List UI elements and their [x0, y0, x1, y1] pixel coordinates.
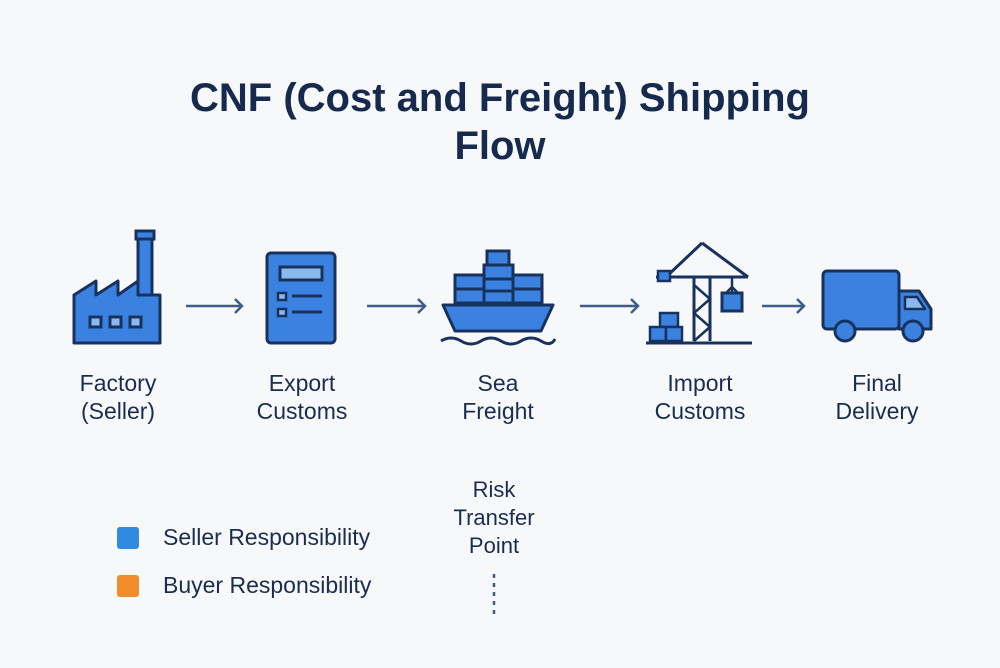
step-label: Final Delivery: [835, 369, 918, 425]
risk-transfer-dotted-line: [492, 574, 496, 616]
legend-seller: Seller Responsibility: [117, 524, 370, 551]
step-label-line-1: Sea: [477, 370, 519, 396]
title-line-1: CNF (Cost and Freight) Shipping: [190, 76, 810, 120]
risk-line-3: Point: [468, 533, 520, 558]
step-factory: Factory (Seller): [33, 225, 203, 425]
legend-buyer: Buyer Responsibility: [117, 572, 371, 599]
legend-swatch-buyer: [117, 574, 139, 597]
legend-label: Seller Responsibility: [163, 524, 371, 550]
step-import-customs: Import Customs: [615, 225, 785, 425]
step-label-line-1: Export: [268, 370, 336, 396]
step-label: Factory (Seller): [80, 369, 157, 425]
title-line-2: Flow: [454, 124, 546, 168]
flow-arrow: [762, 298, 806, 314]
step-export-customs: Export Customs: [217, 225, 387, 425]
risk-line-2: Transfer: [453, 505, 535, 530]
legend-swatch-seller: [117, 526, 139, 549]
cargo-ship-icon: [438, 225, 558, 347]
risk-transfer-label: Risk Transfer Point: [434, 476, 554, 560]
flow-arrow: [580, 298, 640, 314]
step-label-line-2: Customs: [654, 398, 746, 424]
legend-label: Buyer Responsibility: [163, 572, 372, 598]
step-label-line-1: Factory: [79, 370, 157, 396]
flow-arrow: [367, 298, 427, 314]
step-label-line-1: Import: [667, 370, 733, 396]
step-label-line-2: Freight: [462, 398, 534, 424]
risk-line-1: Risk: [472, 477, 516, 502]
port-crane-icon: [640, 225, 760, 347]
step-label-line-1: Final: [852, 370, 902, 396]
diagram-title: CNF (Cost and Freight) Shipping Flow: [0, 74, 1000, 170]
step-sea-freight: Sea Freight: [413, 225, 583, 425]
step-label-line-2: (Seller): [80, 398, 156, 424]
flow-arrow: [186, 298, 244, 314]
delivery-truck-icon: [817, 225, 937, 347]
step-final-delivery: Final Delivery: [792, 225, 962, 425]
step-label-line-2: Delivery: [835, 398, 919, 424]
document-icon: [242, 225, 362, 347]
step-label: Sea Freight: [462, 369, 534, 425]
step-label: Import Customs: [655, 369, 746, 425]
step-label-line-2: Customs: [256, 398, 348, 424]
factory-icon: [58, 225, 178, 347]
step-label: Export Customs: [257, 369, 348, 425]
